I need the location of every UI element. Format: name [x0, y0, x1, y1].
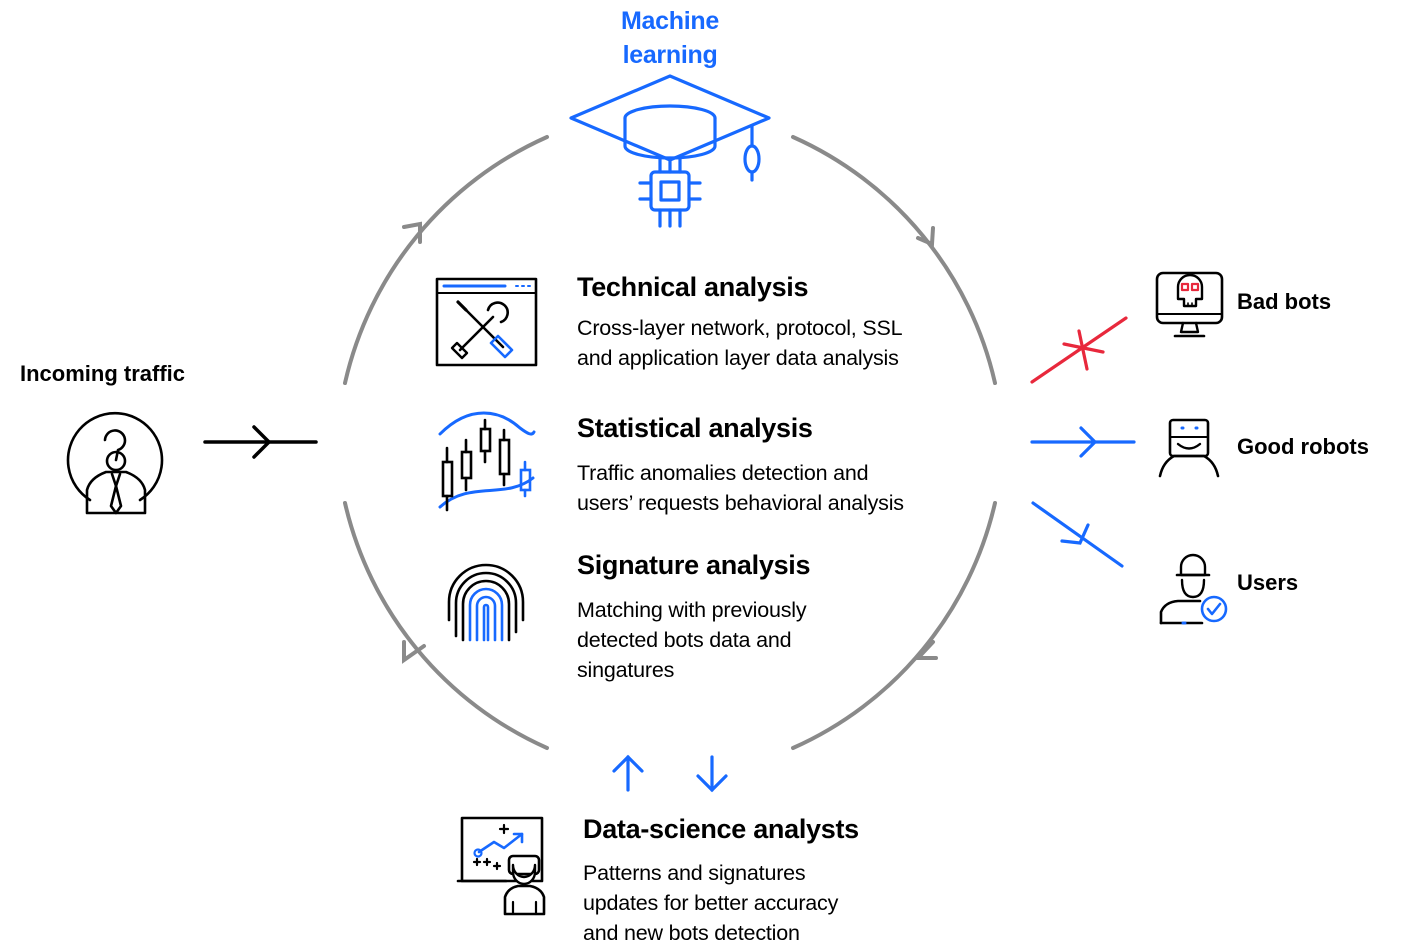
cycle-arc-top-left: [343, 135, 549, 385]
cycle-ring: [343, 135, 997, 750]
cycle-arrowhead-bottom-left: [402, 640, 426, 664]
statistical-analysis-line1: Traffic anomalies detection and: [577, 461, 869, 485]
person-question-icon: [66, 411, 164, 515]
bad-bots-label: Bad bots: [1237, 289, 1332, 314]
machine-learning-title-line1: Machine: [621, 7, 719, 35]
candlestick-chart-icon: [438, 411, 536, 512]
cycle-arc-top-right: [791, 135, 997, 385]
incoming-traffic-label: Incoming traffic: [20, 361, 186, 386]
machine-learning-title: Machine learning: [570, 4, 770, 72]
signature-analysis-description: Matching with previously detected bots d…: [577, 595, 807, 685]
good-robots-label: Good robots: [1237, 434, 1369, 459]
verified-user-icon: [1159, 553, 1228, 625]
data-science-line2: updates for better accuracy: [583, 891, 839, 915]
signature-analysis-line3: singatures: [577, 658, 675, 682]
analyst-down-arrow: [696, 755, 728, 793]
cycle-arc-bottom-right: [791, 501, 997, 750]
signature-analysis-line2: detected bots data and: [577, 628, 792, 652]
users-label: Users: [1237, 570, 1299, 595]
data-science-description: Patterns and signatures updates for bett…: [583, 858, 838, 948]
signature-analysis-title: Signature analysis: [577, 550, 811, 580]
skull-monitor-icon: [1155, 271, 1224, 338]
browser-tools-icon: [435, 277, 538, 367]
statistical-analysis-description: Traffic anomalies detection and users’ r…: [577, 458, 904, 518]
technical-analysis-line1: Cross-layer network, protocol, SSL: [577, 316, 903, 340]
good-robots-path: [1030, 426, 1136, 458]
users-path: [1031, 501, 1124, 568]
technical-analysis-line2: and application layer data analysis: [577, 346, 899, 370]
cycle-arrowhead-top-left: [402, 221, 422, 244]
statistical-analysis-title: Statistical analysis: [577, 413, 813, 443]
cycle-arrowhead-top-right: [916, 226, 935, 247]
cycle-arrowhead-bottom-right: [913, 640, 938, 660]
graduation-cap-chip-icon: [569, 74, 771, 228]
technical-analysis-description: Cross-layer network, protocol, SSL and a…: [577, 313, 903, 373]
technical-analysis-title: Technical analysis: [577, 272, 809, 302]
robot-icon: [1158, 418, 1220, 478]
signature-analysis-line1: Matching with previously: [577, 598, 807, 622]
analyst-board-icon: [456, 816, 546, 916]
machine-learning-title-line2: learning: [622, 41, 718, 69]
statistical-analysis-line2: users’ requests behavioral analysis: [577, 491, 904, 515]
data-science-line1: Patterns and signatures: [583, 861, 806, 885]
bad-bots-blocked-path: [1030, 316, 1128, 384]
fingerprint-icon: [447, 563, 525, 642]
data-science-line3: and new bots detection: [583, 921, 800, 945]
analyst-up-arrow: [612, 754, 644, 792]
incoming-arrow: [203, 425, 318, 459]
data-science-title: Data-science analysts: [583, 814, 859, 844]
